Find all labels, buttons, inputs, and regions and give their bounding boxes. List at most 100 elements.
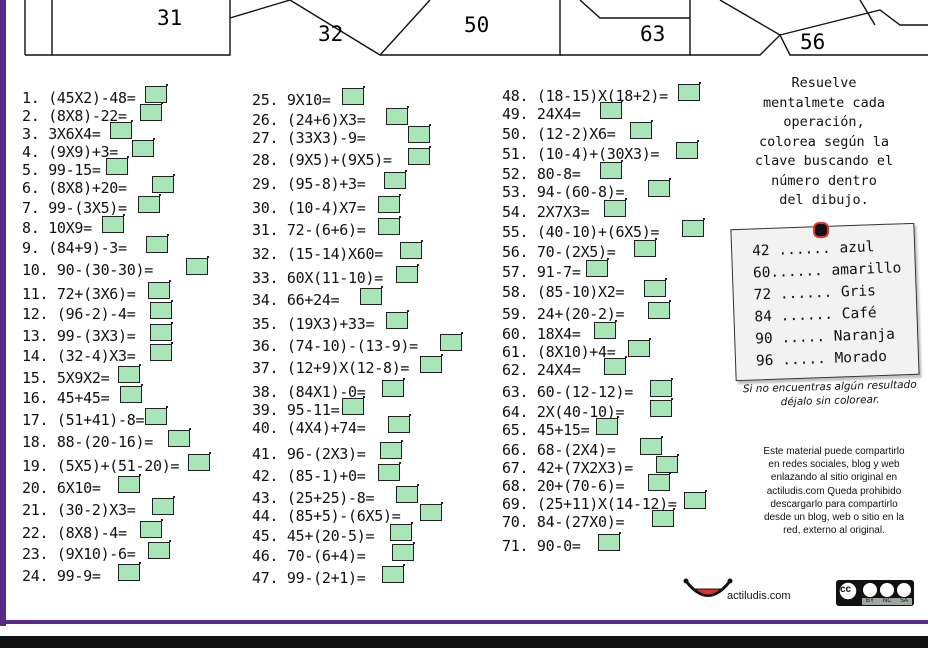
answer-box[interactable] xyxy=(392,542,415,561)
exercise-text: 62. 24X4= xyxy=(502,361,581,379)
exercise-text: 29. (95-8)+3= xyxy=(252,175,366,193)
answer-box[interactable] xyxy=(684,490,707,509)
exercise-text: 12. (96-2)-4= xyxy=(22,305,136,323)
color-key-item: 84 ...... Café xyxy=(754,305,877,326)
exercise-text: 53. 94-(60-8)= xyxy=(502,183,625,201)
license-line: descargarlo para compartirlo xyxy=(770,498,898,510)
answer-box[interactable] xyxy=(600,160,623,179)
exercise-text: 41. 96-(2X3)= xyxy=(252,445,366,463)
answer-box[interactable] xyxy=(148,280,171,299)
exercise-text: 16. 45+45= xyxy=(22,389,110,407)
not-found-note: Si no encuentras algún resultado déjalo … xyxy=(730,377,928,410)
color-key-item: 42 ...... azul xyxy=(751,239,875,260)
answer-box[interactable] xyxy=(106,156,129,175)
answer-box[interactable] xyxy=(360,286,383,305)
answer-box[interactable] xyxy=(396,484,419,503)
answer-box[interactable] xyxy=(420,354,443,373)
answer-box[interactable] xyxy=(440,332,463,351)
answer-box[interactable] xyxy=(382,564,405,583)
answer-box[interactable] xyxy=(388,414,411,433)
answer-box[interactable] xyxy=(390,522,413,541)
answer-box[interactable] xyxy=(400,240,423,259)
instruction-line: número dentro xyxy=(771,172,877,189)
exercise-text: 51. (10-4)+(30X3)= xyxy=(502,145,660,163)
answer-box[interactable] xyxy=(652,508,675,527)
answer-box[interactable] xyxy=(102,214,125,233)
answer-box[interactable] xyxy=(138,194,161,213)
answer-box[interactable] xyxy=(386,310,409,329)
answer-box[interactable] xyxy=(342,86,365,105)
answer-box[interactable] xyxy=(145,406,168,425)
answer-box[interactable] xyxy=(186,256,209,275)
answer-box[interactable] xyxy=(644,278,667,297)
answer-box[interactable] xyxy=(378,194,401,213)
answer-box[interactable] xyxy=(640,436,663,455)
color-key-item: 60...... amarillo xyxy=(752,260,902,282)
answer-box[interactable] xyxy=(396,264,419,283)
exercise-text: 39. 95-11= xyxy=(252,401,340,419)
answer-box[interactable] xyxy=(118,474,141,493)
answer-box[interactable] xyxy=(598,532,621,551)
answer-box[interactable] xyxy=(650,378,673,397)
answer-box[interactable] xyxy=(188,452,211,471)
answer-box[interactable] xyxy=(120,384,143,403)
answer-box[interactable] xyxy=(656,454,679,473)
answer-box[interactable] xyxy=(628,338,651,357)
answer-box[interactable] xyxy=(648,472,671,491)
answer-box[interactable] xyxy=(148,540,171,559)
answer-box[interactable] xyxy=(682,218,705,237)
exercise-text: 6. (8X8)+20= xyxy=(22,179,127,197)
answer-box[interactable] xyxy=(378,462,401,481)
answer-box[interactable] xyxy=(382,378,405,397)
answer-box[interactable] xyxy=(604,356,627,375)
exercise-text: 57. 91-7= xyxy=(502,263,581,281)
answer-box[interactable] xyxy=(150,300,173,319)
answer-box[interactable] xyxy=(600,100,623,119)
answer-box[interactable] xyxy=(140,519,163,538)
answer-box[interactable] xyxy=(596,416,619,435)
answer-box[interactable] xyxy=(118,562,141,581)
answer-box[interactable] xyxy=(168,428,191,447)
exercise-text: 60. 18X4= xyxy=(502,325,581,343)
license-line: en redes sociales, blog y web xyxy=(768,459,900,471)
answer-box[interactable] xyxy=(386,106,409,125)
answer-box[interactable] xyxy=(145,84,168,103)
answer-box[interactable] xyxy=(150,342,173,361)
answer-box[interactable] xyxy=(378,216,401,235)
answer-box[interactable] xyxy=(380,440,403,459)
exercise-text: 67. 42+(7X2X3)= xyxy=(502,459,633,477)
answer-box[interactable] xyxy=(150,322,173,341)
answer-box[interactable] xyxy=(384,170,407,189)
exercise-text: 65. 45+15= xyxy=(502,421,590,439)
exercise-text: 7. 99-(3X5)= xyxy=(22,199,127,217)
answer-box[interactable] xyxy=(594,320,617,339)
answer-box[interactable] xyxy=(132,138,155,157)
exercise-text: 71. 90-0= xyxy=(502,537,581,555)
answer-box[interactable] xyxy=(630,120,653,139)
exercise-text: 70. 84-(27X0)= xyxy=(502,513,625,531)
answer-box[interactable] xyxy=(676,140,699,159)
answer-box[interactable] xyxy=(110,120,133,139)
answer-box[interactable] xyxy=(420,502,443,521)
drawing-number: 63 xyxy=(640,22,666,46)
exercise-text: 8. 10X9= xyxy=(22,219,92,237)
answer-box[interactable] xyxy=(604,198,627,217)
answer-box[interactable] xyxy=(586,258,609,277)
answer-box[interactable] xyxy=(146,234,169,253)
answer-box[interactable] xyxy=(118,364,141,383)
answer-box[interactable] xyxy=(648,300,671,319)
exercise-text: 49. 24X4= xyxy=(502,105,581,123)
answer-box[interactable] xyxy=(408,146,431,165)
answer-box[interactable] xyxy=(152,496,175,515)
exercise-text: 11. 72+(3X6)= xyxy=(22,285,136,303)
answer-box[interactable] xyxy=(650,398,673,417)
exercise-text: 1. (45X2)-48= xyxy=(22,89,136,107)
answer-box[interactable] xyxy=(140,102,163,121)
answer-box[interactable] xyxy=(408,124,431,143)
answer-box[interactable] xyxy=(648,178,671,197)
answer-box[interactable] xyxy=(678,82,701,101)
answer-box[interactable] xyxy=(152,174,175,193)
exercise-text: 27. (33X3)-9= xyxy=(252,129,366,147)
answer-box[interactable] xyxy=(342,396,365,415)
answer-box[interactable] xyxy=(634,238,657,257)
